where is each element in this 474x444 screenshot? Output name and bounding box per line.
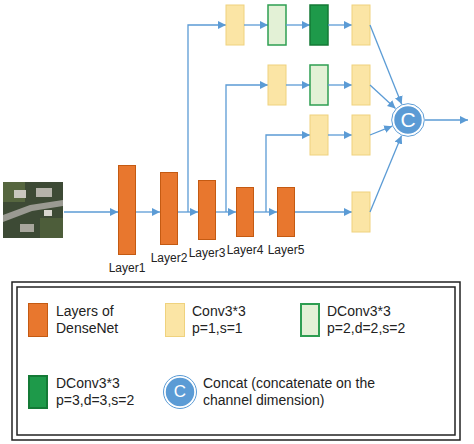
- legend-text: Layers of DenseNet: [56, 303, 136, 337]
- legend-swatch: [165, 303, 185, 337]
- legend-frame: [12, 282, 460, 440]
- image-roof: [44, 210, 52, 216]
- branch-wire: [295, 211, 352, 212]
- merge-arrow: [370, 25, 402, 104]
- legend-swatch: [28, 303, 48, 337]
- legend-text: DConv3*3 p=3,d=3,s=2: [56, 375, 156, 409]
- layer-connector: [254, 211, 277, 212]
- image-trees: [40, 218, 63, 238]
- densenet-layer: Layer4: [236, 187, 254, 237]
- conv-block: [352, 5, 370, 45]
- concat-node: C: [391, 103, 425, 137]
- merge-arrow: [370, 136, 402, 212]
- layer-connector: [178, 211, 198, 212]
- legend-text: Conv3*3 p=1,s=1: [192, 303, 264, 337]
- image-ground: [3, 182, 63, 238]
- conv-block: [352, 65, 370, 105]
- image-roof: [36, 188, 52, 197]
- merge-arrow: [370, 85, 396, 109]
- input-image: [3, 182, 63, 238]
- legend-frame: [17, 287, 455, 435]
- block-arrow: [286, 84, 310, 85]
- block-arrow: [244, 24, 268, 25]
- block-arrow: [328, 24, 352, 25]
- image-roof: [14, 190, 26, 198]
- layer-label: Layer3: [189, 246, 226, 260]
- concat-letter: C: [391, 103, 425, 137]
- densenet-layer: Layer2: [160, 172, 178, 245]
- concat-ring: [392, 104, 425, 137]
- densenet-layer: Layer5: [277, 187, 295, 237]
- conv-block: [226, 5, 244, 45]
- output-arrow: [425, 119, 468, 120]
- layer-label: Layer1: [109, 261, 146, 275]
- concat-letter: C: [165, 377, 195, 407]
- block-arrow: [328, 84, 352, 85]
- image-roof: [20, 224, 34, 232]
- densenet-layer: Layer1: [118, 165, 136, 255]
- input-arrow: [64, 211, 118, 212]
- dconv2-block: [310, 65, 328, 105]
- legend-text: Concat (concatenate on the channel dimen…: [203, 375, 383, 409]
- layer-connector: [216, 211, 236, 212]
- image-trees: [3, 182, 25, 202]
- conv-block: [352, 115, 370, 155]
- dconv3-block: [310, 5, 328, 45]
- conv-block: [352, 192, 370, 232]
- layer-label: Layer4: [227, 243, 264, 257]
- legend-swatch: [28, 375, 48, 409]
- image-road: [3, 200, 63, 222]
- concat-symbol: [164, 376, 197, 409]
- legend-text: DConv3*3 p=2,d=2,s=2: [327, 303, 427, 337]
- legend-swatch: [300, 303, 320, 337]
- block-arrow: [328, 134, 352, 135]
- conv-block: [310, 115, 328, 155]
- concat-symbol: [165, 377, 195, 407]
- block-arrow: [286, 24, 310, 25]
- densenet-layer: Layer3: [198, 180, 216, 240]
- layer-label: Layer2: [151, 251, 188, 265]
- conv-block: [268, 65, 286, 105]
- dconv2-block: [268, 5, 286, 45]
- merge-arrow: [370, 126, 392, 135]
- layer-label: Layer5: [268, 243, 305, 257]
- layer-connector: [136, 211, 160, 212]
